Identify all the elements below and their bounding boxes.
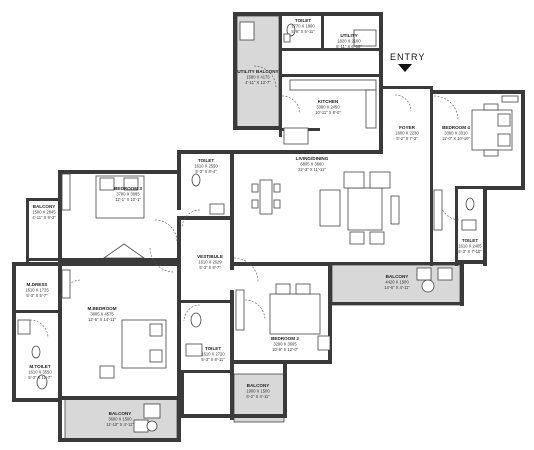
room-dimension: 5'-9" X 5'-11" bbox=[291, 29, 315, 34]
room-dimension: 11'-10" X 4'-11" bbox=[106, 422, 134, 427]
room-dimension: 5'-2" X 7'-3" bbox=[396, 136, 418, 141]
room-name: M.BEDROOM bbox=[87, 306, 116, 311]
entry-label: ENTRY bbox=[390, 52, 425, 62]
bedroom4-bed bbox=[471, 103, 513, 157]
door-swings bbox=[29, 65, 461, 339]
room-name: M.DRESS bbox=[27, 282, 48, 287]
room-name: BALCONY bbox=[386, 274, 409, 279]
room-dimension: 1610 X 1725 bbox=[25, 288, 49, 293]
room-name: UTILITY bbox=[340, 33, 357, 38]
room-dimension: 6'-2" X 4'-11" bbox=[246, 394, 270, 399]
room-name: KITCHEN bbox=[318, 99, 339, 104]
room-dimension: 5'-11" X 6'-10" bbox=[336, 44, 362, 49]
room-dimension: 5'-3" X 5'-7" bbox=[26, 293, 48, 298]
room-name: BALCONY bbox=[33, 204, 56, 209]
wardrobes bbox=[61, 95, 519, 331]
room-name: BEDROOM 3 bbox=[114, 186, 142, 191]
room-name: TOILET bbox=[198, 158, 214, 163]
walls bbox=[12, 12, 525, 442]
balcony-bottom-chairs bbox=[133, 403, 161, 433]
room-dimension: 5'-3" X 8'-11" bbox=[201, 357, 225, 362]
room-name: BALCONY bbox=[247, 383, 270, 388]
room-dimension: 12'-1" X 10'-1" bbox=[115, 197, 141, 202]
room-dimension: 5'-3" X 8'-4" bbox=[195, 169, 217, 174]
room-dimension: 10'-11" X 8'-0" bbox=[315, 110, 341, 115]
room-dimension: 14'-6" X 4'-11" bbox=[384, 285, 410, 290]
room-name: TOILET bbox=[295, 18, 311, 23]
dining-table bbox=[251, 179, 281, 215]
room-dimension: 4420 X 1500 bbox=[385, 280, 409, 285]
room-dimension: 1600 X 2230 bbox=[395, 131, 419, 136]
kitchen-counter bbox=[283, 79, 377, 145]
room-dimension: 4'-11" X 9'-3" bbox=[32, 215, 56, 220]
room-name: M.TOILET bbox=[29, 364, 51, 369]
room-dimension: 1900 X 1500 bbox=[246, 389, 270, 394]
room-dimension: 1610 X 2550 bbox=[194, 164, 218, 169]
bedroom3-bed bbox=[95, 175, 146, 259]
room-dimension: 4'-11" X 13'-7" bbox=[245, 80, 271, 85]
room-name: TOILET bbox=[462, 238, 478, 243]
room-name: TOILET bbox=[205, 346, 221, 351]
balcony-right-chairs bbox=[416, 267, 453, 293]
room-dimension: 3600 X 1500 bbox=[108, 417, 132, 422]
room-dimension: 3290 X 3695 bbox=[273, 342, 297, 347]
living-sofa-set bbox=[319, 171, 400, 245]
room-dimension: 10'-9" X 12'-0" bbox=[272, 347, 298, 352]
bedroom2-bed bbox=[269, 283, 331, 351]
room-dimension: 1820 X 2100 bbox=[337, 39, 361, 44]
room-dimension: 1610 X 2405 bbox=[458, 244, 482, 249]
room-name: FOYER bbox=[399, 125, 416, 130]
room-name: BEDROOM 4 bbox=[442, 125, 470, 130]
room-dimension: 5'-3" X 11'-7" bbox=[28, 375, 52, 380]
master-bed bbox=[99, 319, 167, 379]
room-name: UTILITY BALCONY bbox=[237, 69, 278, 74]
room-name: BEDROOM 2 bbox=[271, 336, 299, 341]
room-name: VESTIBULE bbox=[197, 254, 223, 259]
utility-fixtures bbox=[239, 21, 377, 47]
room-dimension: 1610 X 3550 bbox=[28, 370, 52, 375]
room-dimension: 5'-3" X 8'-7" bbox=[199, 265, 221, 270]
room-dimension: 1580 X 4175 bbox=[246, 75, 270, 80]
room-name: BALCONY bbox=[109, 411, 132, 416]
room-dimension: 3380 X 2450 bbox=[316, 105, 340, 110]
room-dimension: 3700 X 3085 bbox=[116, 192, 140, 197]
room-dimension: 3805 X 4575 bbox=[90, 312, 114, 317]
room-dimension: 22'-3" X 11'-11" bbox=[298, 167, 326, 172]
room-dimension: 1770 X 1800 bbox=[291, 24, 315, 29]
room-dimension: 12'-5" X 14'-11" bbox=[88, 317, 116, 322]
room-dimension: 1500 X 2845 bbox=[32, 210, 56, 215]
room-dimension: 6805 X 3660 bbox=[300, 162, 324, 167]
toilet-fixtures bbox=[17, 23, 477, 390]
entry-arrow-icon bbox=[398, 64, 412, 72]
entry-marker: ENTRY bbox=[390, 52, 425, 72]
room-name: LIVING/DINING bbox=[296, 156, 329, 161]
room-dimension: 11'-0" X 10'-10" bbox=[442, 136, 470, 141]
room-dimension: 1610 X 2629 bbox=[198, 260, 222, 265]
room-dimension: 3360 X 3310 bbox=[444, 131, 468, 136]
room-dimension: 1610 X 2720 bbox=[201, 352, 225, 357]
room-dimension: 5'-3" X 7'-10" bbox=[458, 249, 482, 254]
